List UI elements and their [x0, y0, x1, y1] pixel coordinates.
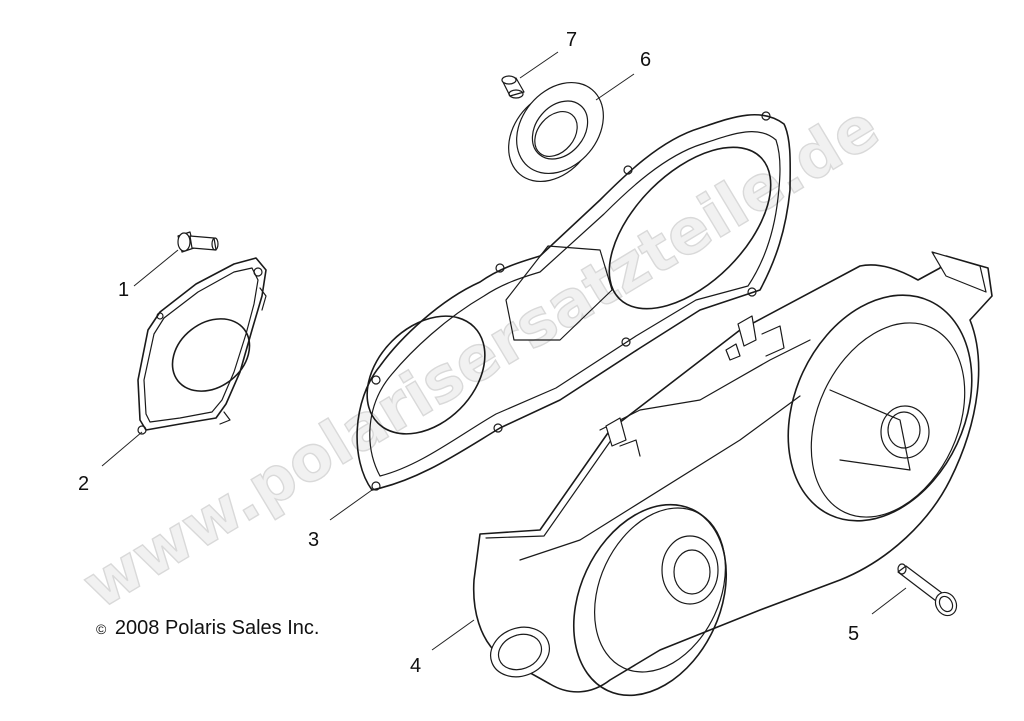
part-3-gasket	[356, 111, 792, 491]
callout-1: 1	[118, 279, 129, 301]
part-6-seal	[508, 81, 604, 183]
callout-5: 5	[848, 623, 859, 645]
callout-3: 3	[308, 529, 319, 551]
callout-2: 2	[78, 473, 89, 495]
leader-lines	[101, 51, 907, 651]
part-1-bolt	[177, 231, 219, 253]
callout-6: 6	[640, 49, 651, 71]
part-4-outer-cover	[472, 251, 993, 697]
copyright-symbol: ©	[96, 621, 107, 637]
callout-7: 7	[566, 29, 577, 51]
copyright-text: 2008 Polaris Sales Inc.	[115, 617, 320, 639]
part-5-flange-bolt	[897, 563, 958, 617]
part-7-dowel-pin	[501, 75, 525, 99]
copyright-notice: © 2008 Polaris Sales Inc.	[96, 617, 319, 639]
callout-4: 4	[410, 655, 421, 677]
part-2-cover-plate	[137, 257, 267, 435]
